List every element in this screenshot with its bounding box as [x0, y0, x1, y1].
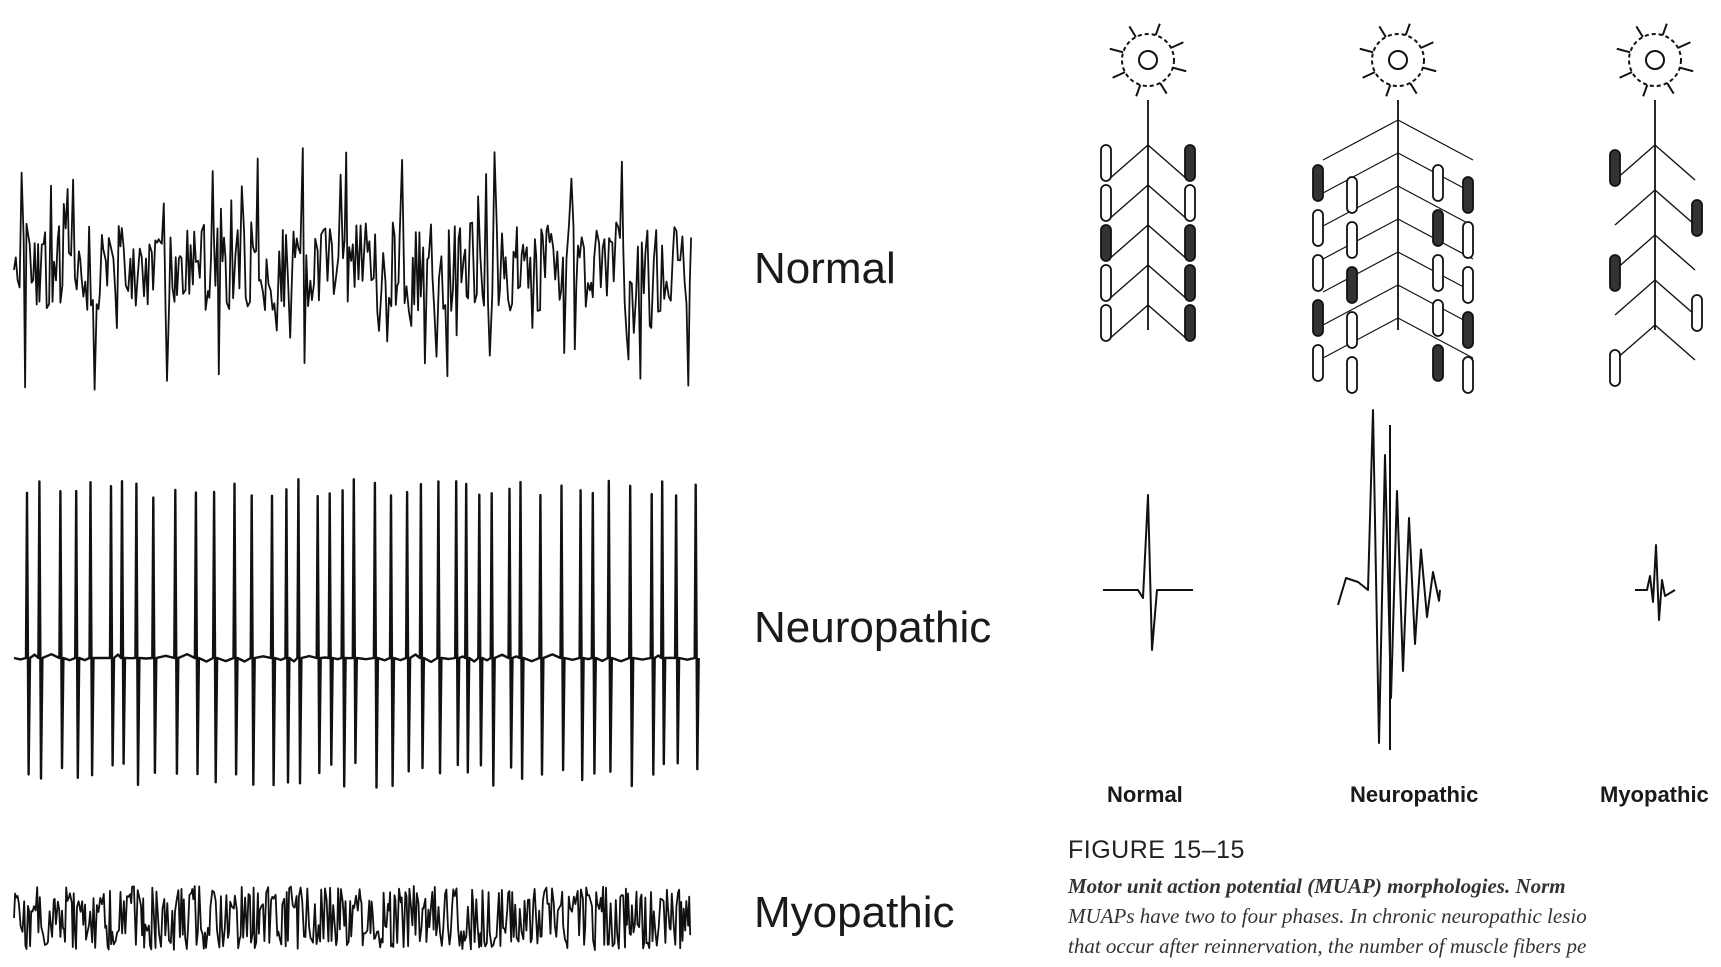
muscle-fiber: [1313, 300, 1323, 336]
muscle-fiber: [1610, 255, 1620, 291]
trace-label-neuropathic: Neuropathic: [754, 603, 991, 653]
motor-unit-neuropathic: [1313, 24, 1473, 393]
muscle-fiber: [1347, 222, 1357, 258]
muscle-fiber: [1313, 210, 1323, 246]
trace-normal: [0, 130, 700, 420]
trace-neuropathic: [0, 448, 700, 793]
muscle-fiber: [1433, 255, 1443, 291]
emg-trace-neuropathic: [0, 448, 700, 793]
muscle-fiber: [1347, 312, 1357, 348]
column-label-normal: Normal: [1107, 782, 1183, 808]
muscle-fiber: [1185, 185, 1195, 221]
muscle-fiber: [1463, 357, 1473, 393]
column-label-neuropathic: Neuropathic: [1350, 782, 1478, 808]
muscle-fiber: [1610, 150, 1620, 186]
muscle-fiber: [1313, 345, 1323, 381]
figure-caption-line: MUAPs have two to four phases. In chroni…: [1068, 904, 1587, 929]
figure-caption-line: that occur after reinnervation, the numb…: [1068, 934, 1586, 959]
muscle-fiber: [1101, 265, 1111, 301]
muscle-fiber: [1347, 177, 1357, 213]
muap-waveform-neuropathic: [1338, 410, 1440, 750]
trace-label-myopathic: Myopathic: [754, 888, 955, 938]
emg-trace-myopathic: [0, 870, 700, 967]
muscle-fiber: [1692, 200, 1702, 236]
muap-waveform-myopathic: [1635, 545, 1675, 620]
trace-label-normal: Normal: [754, 244, 896, 294]
column-label-myopathic: Myopathic: [1600, 782, 1709, 808]
muscle-fiber: [1101, 145, 1111, 181]
motor-unit-myopathic: [1610, 24, 1702, 386]
neuron-icon: [1360, 24, 1436, 97]
muscle-fiber: [1101, 225, 1111, 261]
emg-trace-normal: [0, 130, 700, 420]
muscle-fiber: [1185, 265, 1195, 301]
muscle-fiber: [1313, 165, 1323, 201]
muscle-fiber: [1433, 300, 1443, 336]
neuron-icon: [1617, 24, 1693, 97]
muscle-fiber: [1463, 177, 1473, 213]
trace-myopathic: [0, 870, 700, 967]
motor-unit-normal: [1101, 24, 1195, 341]
muscle-fiber: [1463, 222, 1473, 258]
muscle-fiber: [1101, 185, 1111, 221]
muap-waveform-normal: [1103, 495, 1193, 650]
muscle-fiber: [1610, 350, 1620, 386]
neuron-icon: [1110, 24, 1186, 97]
muscle-fiber: [1433, 165, 1443, 201]
muscle-fiber: [1692, 295, 1702, 331]
muscle-fiber: [1185, 225, 1195, 261]
muscle-fiber: [1433, 210, 1443, 246]
muscle-fiber: [1313, 255, 1323, 291]
muscle-fiber: [1101, 305, 1111, 341]
motor-unit-diagram: [1000, 0, 1721, 780]
muscle-fiber: [1463, 312, 1473, 348]
muscle-fiber: [1185, 145, 1195, 181]
muscle-fiber: [1347, 357, 1357, 393]
muscle-fiber: [1463, 267, 1473, 303]
figure-caption-line: Motor unit action potential (MUAP) morph…: [1068, 874, 1566, 899]
figure-number: FIGURE 15–15: [1068, 836, 1245, 865]
muscle-fiber: [1433, 345, 1443, 381]
muscle-fiber: [1185, 305, 1195, 341]
muscle-fiber: [1347, 267, 1357, 303]
